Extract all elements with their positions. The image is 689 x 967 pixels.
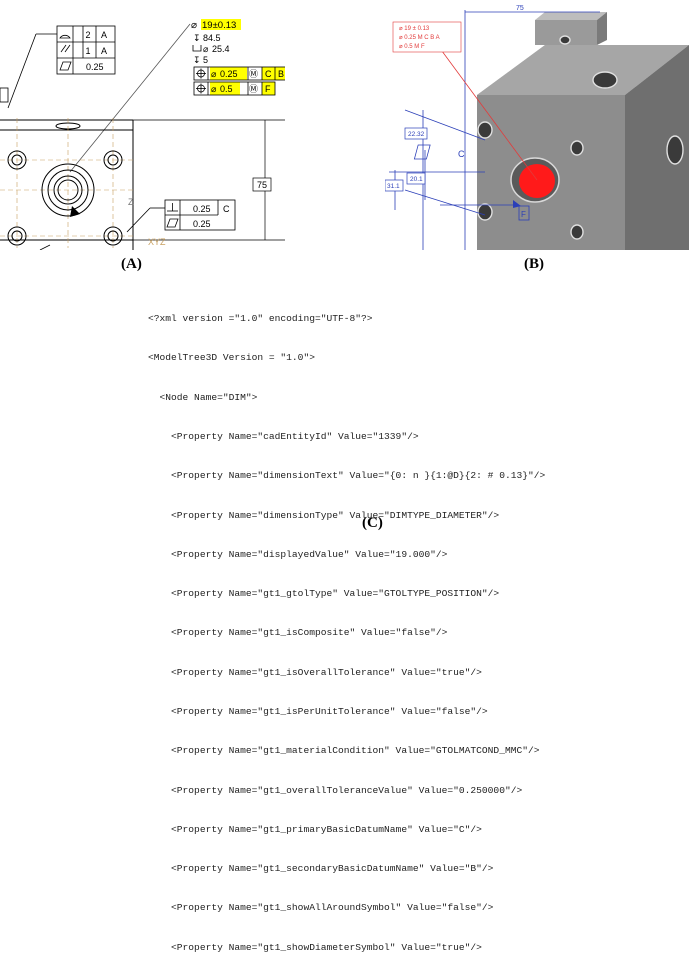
block-side-face	[625, 45, 689, 250]
caption-c: (C)	[362, 515, 383, 531]
counterbore-icon	[192, 45, 202, 52]
pos1-datum-primary: C	[265, 69, 272, 79]
diameter-symbol: ⌀	[191, 20, 197, 31]
datum-c: C	[458, 149, 465, 159]
hole-callout: ⌀ 19±0.13 ↧ 84.5 ⌀ 25.4 ↧ 5 ⌀ 0.25 Ⓜ C B…	[69, 19, 303, 173]
red-callout-line-1: ⌀ 19 ± 0.13	[399, 26, 430, 32]
diameter-symbol: ⌀	[211, 84, 217, 94]
caption-b: (B)	[524, 256, 544, 272]
z-axis-label: Z	[128, 197, 134, 207]
xml-line: <Property Name="gt1_gtolType" Value="GTO…	[148, 588, 500, 600]
dim-311: 31.1	[387, 183, 400, 190]
part-outline	[0, 119, 134, 250]
dimension-lines	[133, 119, 285, 241]
datum-triangle	[70, 206, 80, 217]
mmc-icon: Ⓜ	[249, 84, 258, 94]
depth-icon: ↧	[193, 55, 201, 65]
mmc-icon: Ⓜ	[249, 69, 258, 79]
pos2-tol: 0.5	[220, 84, 233, 94]
profile-surface-icon	[59, 34, 71, 39]
xml-line: <Property Name="dimensionType" Value="DI…	[148, 509, 500, 521]
xml-line: <Property Name="gt1_showAllAroundSymbol"…	[148, 902, 494, 914]
red-callout-line-3: ⌀ 0.5 M F	[399, 44, 425, 50]
xml-line: <Property Name="gt1_showDiameterSymbol" …	[148, 941, 482, 953]
flatness-icon	[59, 61, 72, 71]
holes	[7, 150, 123, 246]
datum-label-xyz: XYZ	[148, 237, 166, 247]
panel-b-3d-model: 75 22.32 20.1 31.1 C F ⌀ 19 ± 0.13 ⌀ 0.2…	[384, 0, 689, 250]
drawing-2d: 2 A 1 A 0.25 ⌀ 19±0.13 ↧ 84.5 ⌀ 25.4 ↧ 5…	[0, 19, 303, 251]
depth-icon: ↧	[193, 33, 201, 43]
diameter-symbol: ⌀	[203, 44, 209, 54]
xml-line: <Property Name="displayedValue" Value="1…	[148, 548, 448, 560]
callout-diameter: 19±0.13	[202, 20, 236, 31]
fcf-top	[7, 25, 116, 109]
panel-a-drawing: 2 A 1 A 0.25 ⌀ 19±0.13 ↧ 84.5 ⌀ 25.4 ↧ 5…	[0, 0, 303, 251]
xml-line: <Property Name="gt1_isOverallTolerance" …	[148, 666, 482, 678]
flatness-icon	[166, 218, 179, 228]
xml-line: <Property Name="cadEntityId" Value="1339…	[148, 431, 419, 443]
caption-a: (A)	[121, 256, 142, 272]
front-holes	[477, 35, 684, 240]
fcf-top-row3-tol: 0.25	[86, 62, 104, 72]
datum-triangle	[513, 200, 521, 208]
xml-line: <Node Name="DIM">	[148, 391, 258, 403]
datum-f: F	[521, 210, 526, 219]
fcf-top-row2-tol: 1	[85, 46, 90, 56]
pos2-datum: F	[265, 84, 271, 94]
fcf-top-row1-tol: 2	[85, 30, 90, 40]
dim-top-75: 75	[516, 5, 524, 12]
xml-line: <Property Name="gt1_materialCondition" V…	[148, 745, 540, 757]
fcf-bottom-row1-tol: 0.25	[193, 204, 211, 214]
xml-line: <?xml version ="1.0" encoding="UTF-8"?>	[148, 313, 373, 325]
datum-box-left	[0, 87, 9, 103]
callout-cbore: 25.4	[212, 44, 230, 54]
fcf-top-row2-datum: A	[101, 46, 107, 56]
xml-listing: <?xml version ="1.0" encoding="UTF-8"?> …	[148, 286, 668, 967]
xml-line: <Property Name="dimensionText" Value="{0…	[148, 470, 546, 482]
center-lines	[0, 118, 133, 248]
dimension-75: 75	[257, 180, 267, 190]
pos1-datum-secondary: B	[278, 69, 284, 79]
pos1-tol: 0.25	[220, 69, 238, 79]
xml-line: <ModelTree3D Version = "1.0">	[148, 352, 315, 364]
block-top	[477, 45, 689, 95]
dim-201: 20.1	[410, 176, 423, 183]
parallelism-icon	[60, 44, 67, 53]
model-3d: 75 22.32 20.1 31.1 C F ⌀ 19 ± 0.13 ⌀ 0.2…	[384, 5, 689, 250]
xml-line: <Property Name="gt1_isPerUnitTolerance" …	[148, 706, 488, 717]
callout-leader	[69, 23, 191, 173]
fcf-bottom-row2-tol: 0.25	[193, 219, 211, 229]
fcf-bottom-row1-datum: C	[223, 204, 230, 214]
fcf-bottom	[126, 199, 236, 233]
callout-cbore-depth: 5	[203, 55, 208, 65]
diameter-symbol: ⌀	[211, 69, 217, 79]
highlighted-hole	[519, 164, 555, 198]
xml-line: <Property Name="gt1_primaryBasicDatumNam…	[148, 823, 482, 835]
xml-line: <Property Name="gt1_secondaryBasicDatumN…	[148, 863, 494, 875]
red-callout-line-2: ⌀ 0.25 M C B A	[399, 35, 440, 41]
xml-line: <Property Name="gt1_isComposite" Value="…	[148, 627, 448, 639]
xml-line: <Property Name="gt1_overallToleranceValu…	[148, 784, 523, 796]
fcf-top-row1-datum: A	[101, 30, 107, 40]
red-callout: ⌀ 19 ± 0.13 ⌀ 0.25 M C B A ⌀ 0.5 M F	[392, 21, 538, 181]
callout-depth: 84.5	[203, 33, 221, 43]
dim-2232: 22.32	[408, 131, 425, 138]
